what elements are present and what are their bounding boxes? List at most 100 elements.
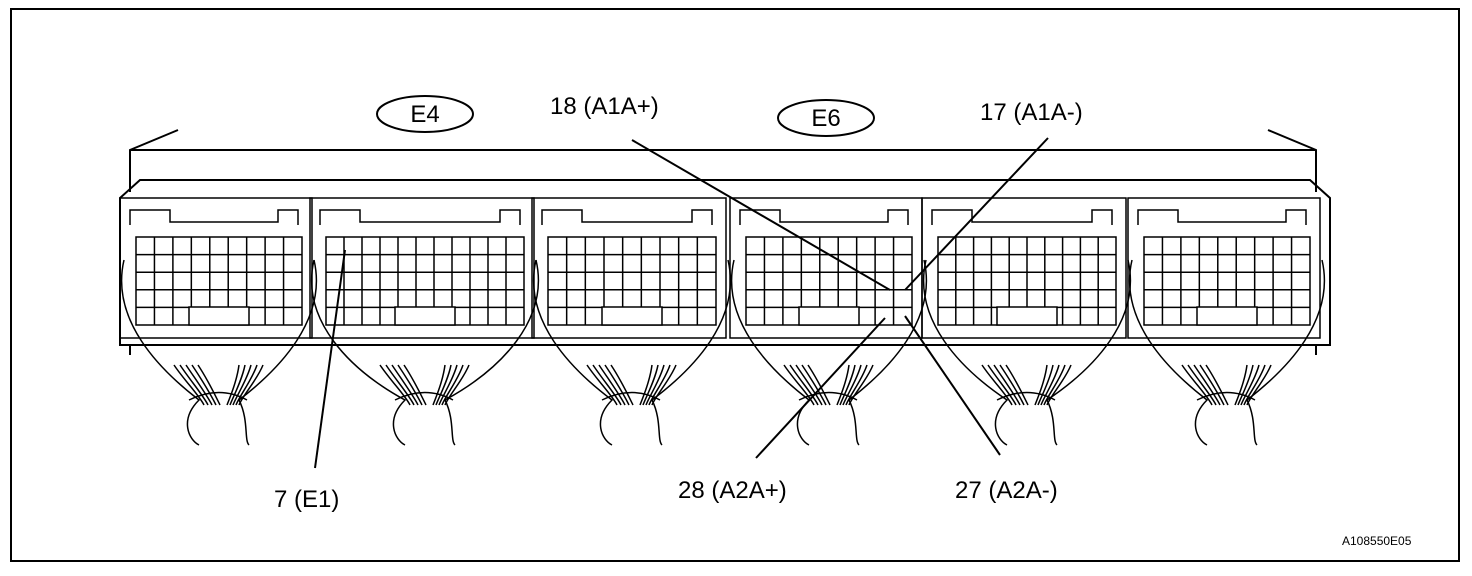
wire-strand [238, 364, 264, 406]
wire-strand [645, 364, 665, 406]
harness-curve [922, 259, 1009, 446]
wire-strand [993, 364, 1021, 406]
connector-module-2 [309, 197, 535, 339]
harness-band [798, 391, 858, 401]
leader-pin27 [904, 315, 1001, 456]
wire-strand [848, 364, 874, 406]
harness-curve [1046, 259, 1132, 446]
module-key [188, 306, 250, 326]
wire-strand [789, 364, 819, 406]
leader-pin7 [314, 249, 346, 469]
wire-strand [391, 364, 419, 406]
wire-strand [232, 364, 252, 406]
housing-top-bracket-right [1267, 129, 1317, 192]
wire-strand [642, 364, 659, 406]
wire-strand [845, 364, 868, 406]
wire-harness-6 [1128, 259, 1326, 446]
leader-pin28 [755, 317, 886, 459]
ecu-housing [119, 129, 1331, 355]
module-key [996, 306, 1058, 326]
module-shell [921, 197, 1127, 339]
wire-strand [598, 364, 626, 406]
wire-strand [173, 364, 205, 406]
harness-band [188, 391, 248, 401]
wire-strand [1037, 364, 1054, 406]
wire-strand [1046, 364, 1072, 406]
wire-harness-5 [922, 259, 1132, 446]
diagram-frame [10, 8, 1460, 562]
wire-strand [235, 364, 258, 406]
module-latch [319, 209, 521, 225]
harness-curve [120, 259, 201, 446]
module-key [394, 306, 456, 326]
wire-strand [185, 364, 213, 406]
wire-strand [403, 364, 427, 406]
wire-strand [1193, 364, 1221, 406]
connector-module-3 [531, 197, 727, 339]
wire-strand [1205, 364, 1229, 406]
wire-strand [648, 364, 671, 406]
callout-pin27: 27 (A2A-) [955, 477, 1058, 504]
wire-strand [783, 364, 815, 406]
leader-pin17 [904, 137, 1049, 291]
wire-strand [1240, 364, 1260, 406]
wire-strand [438, 364, 458, 406]
wire-strand [1005, 364, 1029, 406]
wire-strand [592, 364, 622, 406]
callout-pin18: 18 (A1A+) [550, 93, 659, 120]
harness-band [1196, 391, 1256, 401]
wire-strand [1034, 364, 1048, 406]
module-key [798, 306, 860, 326]
wire-strand [1181, 364, 1213, 406]
wire-strand [1043, 364, 1066, 406]
connector-e6-tag: E6 [777, 99, 875, 137]
wire-strand [1246, 364, 1272, 406]
wire-strand [179, 364, 209, 406]
harness-curve [848, 259, 928, 446]
wire-harness-3 [532, 259, 732, 446]
wire-strand [842, 364, 862, 406]
module-key [601, 306, 663, 326]
wire-strand [1199, 364, 1225, 406]
harness-band [996, 391, 1056, 401]
leader-pin18 [631, 139, 891, 291]
module-latch [931, 209, 1113, 225]
wire-strand [801, 364, 827, 406]
wire-strand [444, 364, 470, 406]
connector-module-1 [119, 197, 313, 339]
harness-band [394, 391, 454, 401]
wire-strand [191, 364, 217, 406]
harness-curve [1246, 259, 1326, 446]
wire-strand [999, 364, 1025, 406]
wire-harness-1 [120, 259, 318, 446]
wire-strand [639, 364, 653, 406]
wire-strand [385, 364, 415, 406]
wire-strand [1040, 364, 1060, 406]
wire-strand [610, 364, 634, 406]
wire-strand [1234, 364, 1248, 406]
callout-pin7: 7 (E1) [274, 486, 339, 513]
harness-curve [532, 259, 614, 446]
wire-strand [432, 364, 446, 406]
wire-strand [795, 364, 823, 406]
harness-curve [238, 259, 318, 446]
connector-module-5 [921, 197, 1127, 339]
wire-strand [987, 364, 1017, 406]
harness-curve [651, 259, 732, 446]
wire-strand [397, 364, 423, 406]
wire-strand [981, 364, 1013, 406]
connector-module-6 [1127, 197, 1321, 339]
wire-harness-2 [310, 259, 540, 446]
module-key [1196, 306, 1258, 326]
wire-strand [226, 364, 240, 406]
leader-lines [314, 137, 1049, 469]
harness-curve [1128, 259, 1209, 446]
module-shell [1127, 197, 1321, 339]
connector-e4-oval [376, 95, 474, 133]
wire-strand [197, 364, 221, 406]
connector-e4-label: E4 [410, 101, 439, 128]
harness-band [601, 391, 661, 401]
wire-strand [604, 364, 630, 406]
callout-pin28: 28 (A2A+) [678, 477, 787, 504]
